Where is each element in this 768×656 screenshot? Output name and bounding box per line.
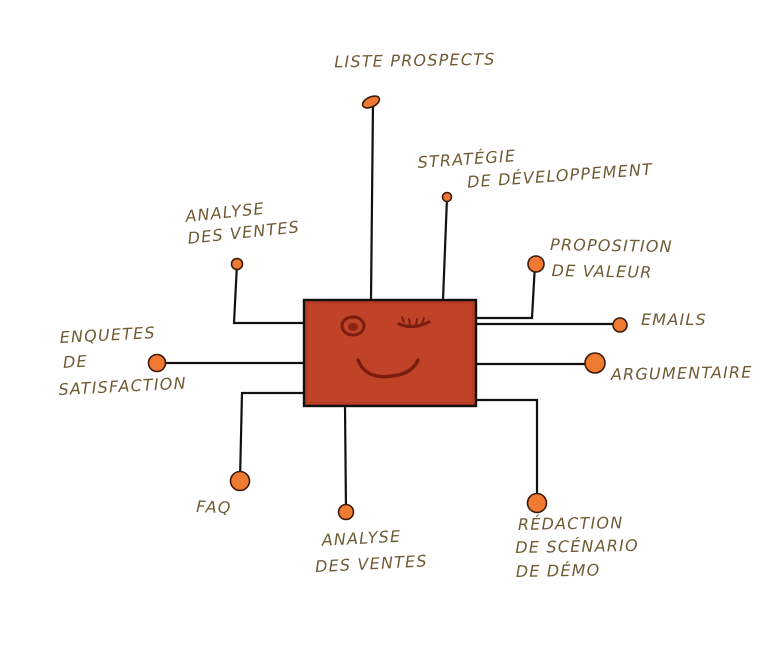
open-eye-pupil [348,323,358,331]
node-argumentaire [584,352,606,374]
label-enquetes-satisfaction: ENQUETES DE SATISFACTION [55,322,187,400]
connector-analyse-ventes-top [232,262,306,325]
node-emails [612,317,628,333]
label-faq: FAQ [196,497,232,517]
label-analyse-ventes-bottom: ANALYSE DES VENTES [313,525,428,576]
central-box [302,298,478,408]
nodes [147,95,628,521]
connector-analyse-ventes-bottom [343,404,348,513]
label-liste-prospects: LISTE PROSPECTS [334,50,495,72]
node-liste-prospects [361,95,381,109]
central-box-shade [308,304,472,402]
connector-liste-prospects [369,101,375,302]
central-box-body [302,298,478,408]
eyelash [401,316,425,326]
connector-strategie-developpement [441,196,449,302]
winking-eye [397,320,431,329]
open-eye [340,315,366,337]
label-argumentaire: ARGUMENTAIRE [610,363,753,384]
connector-redaction-scenario-demo [474,398,539,504]
label-analyse-ventes-top: ANALYSE DES VENTES [183,195,300,248]
node-analyse-ventes-top [230,257,244,271]
connector-proposition-valeur [474,262,537,320]
connectors [156,101,620,513]
label-redaction-scenario-demo: RÉDACTION DE SCÉNARIO DE DÉMO [515,513,646,581]
label-strategie-developpement: STRATÉGIE DE DÉVELOPPEMENT [417,137,654,195]
label-proposition-valeur: PROPOSITION DE VALEUR [549,235,679,282]
node-enquetes-satisfaction [147,353,167,373]
connector-faq [238,391,306,482]
smile [356,358,420,379]
node-faq [229,470,251,492]
winking-smiley-icon [340,315,431,379]
node-analyse-ventes-bottom [337,503,355,521]
node-proposition-valeur [527,255,545,273]
label-emails: EMAILS [641,310,707,329]
node-strategie-developpement [441,191,453,203]
node-redaction-scenario-demo [526,492,548,514]
